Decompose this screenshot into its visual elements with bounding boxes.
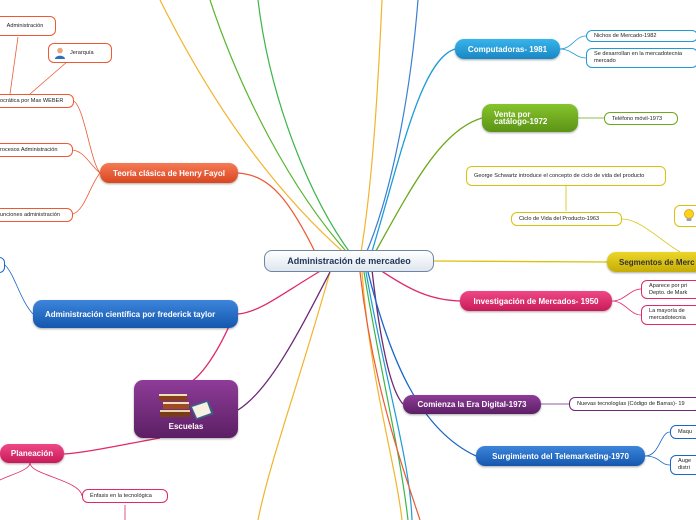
topic-telemarketing[interactable]: Surgimiento del Telemarketing-1970 (476, 446, 645, 466)
central-topic[interactable]: Administración de mercadeo (264, 250, 434, 272)
topic-venta-catalogo[interactable]: Venta por catálogo-1972 (482, 104, 578, 132)
sub-administracion[interactable]: Administración (0, 16, 56, 36)
sub-funciones[interactable]: unciones administración (0, 208, 73, 222)
sub-burocratica-weber[interactable]: ocrática por Max WEBER (0, 94, 74, 108)
topic-computadoras[interactable]: Computadoras- 1981 (455, 39, 560, 59)
sub-jerarquia[interactable]: Jerarquía (48, 43, 112, 63)
topic-escuelas[interactable]: Escuelas (134, 380, 238, 438)
topic-taylor[interactable]: Administración científica por frederick … (33, 300, 238, 328)
jerarquia-label: Jerarquía (70, 50, 94, 56)
sub-schwartz[interactable]: George Schwartz introduce el concepto de… (466, 166, 666, 186)
sub-nuevas-tecnologias[interactable]: Nuevas tecnologías (Código de Barras)- 1… (569, 397, 696, 411)
topic-planeacion[interactable]: Planeación (0, 444, 64, 463)
sub-procesos[interactable]: rocesos Administración (0, 143, 73, 157)
sub-enfasis[interactable]: Énfasis en la tecnológica (82, 489, 168, 503)
sub-aparece[interactable]: Aparece por pri Depto. de Mark (641, 280, 696, 299)
sub-ciclo[interactable]: Ciclo de Vida del Producto-1963 (511, 212, 622, 226)
lightbulb-icon (684, 209, 694, 221)
sub-idea[interactable] (674, 205, 696, 227)
sub-mayoria[interactable]: La mayoría de mercadotecnia (641, 305, 696, 325)
topic-fayol[interactable]: Teoría clásica de Henry Fayol (100, 163, 238, 183)
topic-segmentos[interactable]: Segmentos de Merc (607, 252, 696, 272)
topic-investigacion[interactable]: Investigación de Mercados- 1950 (460, 291, 612, 311)
sub-maqu[interactable]: Maqu (670, 425, 696, 439)
sub-nichos[interactable]: Nichos de Mercado-1982 (586, 30, 696, 42)
books-icon (159, 393, 214, 420)
sub-se-desarrollan[interactable]: Se desarrollan en la mercadotecnia merca… (586, 48, 696, 68)
topic-era-digital[interactable]: Comienza la Era Digital-1973 (403, 395, 541, 414)
escuelas-label: Escuelas (168, 421, 204, 431)
person-icon (55, 47, 65, 59)
sub-telefono[interactable]: Teléfono móvil-1973 (604, 112, 678, 125)
sub-auge[interactable]: Auge distri (670, 455, 696, 475)
